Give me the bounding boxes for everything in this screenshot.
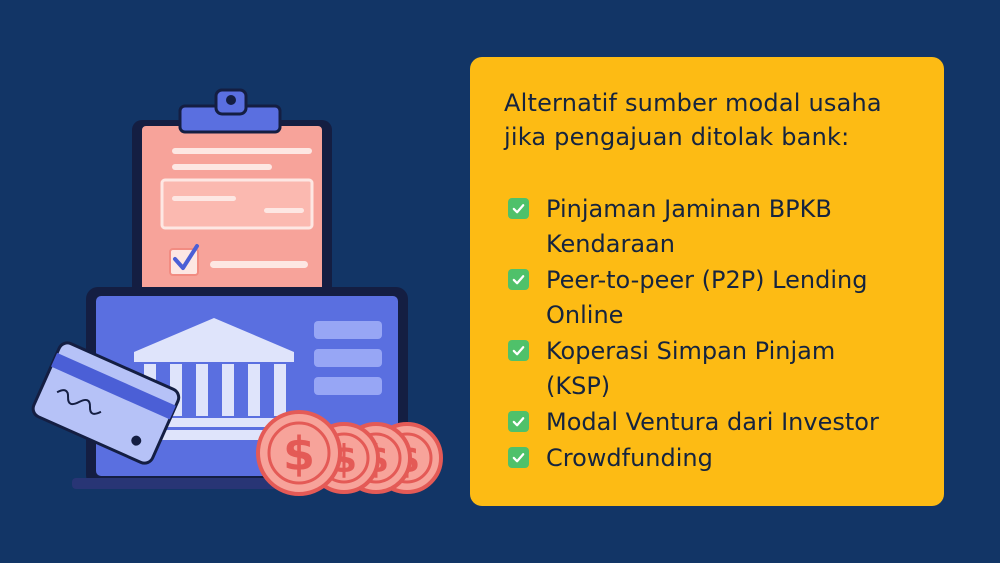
check-mark-icon xyxy=(508,447,529,468)
clipboard-icon xyxy=(132,88,332,310)
finance-illustration: $ $ $ $ xyxy=(31,88,443,496)
credit-card-icon xyxy=(31,341,181,465)
check-mark-icon xyxy=(508,340,529,361)
check-mark-icon xyxy=(508,411,529,432)
check-mark-icon xyxy=(508,198,529,219)
list-item-text: Modal Ventura dari Investor xyxy=(546,408,879,436)
heading-line-2: jika pengajuan ditolak bank: xyxy=(504,123,850,151)
svg-text:$: $ xyxy=(283,427,315,481)
list-item-text: Crowdfunding xyxy=(546,444,713,472)
alternative-funding-card: Alternatif sumber modal usaha jika penga… xyxy=(470,57,944,506)
dollar-coin-icon: $ $ $ $ xyxy=(256,410,443,496)
list-item: Koperasi Simpan Pinjam(KSP) xyxy=(504,334,914,404)
list-item-text: Koperasi Simpan Pinjam(KSP) xyxy=(546,337,836,400)
list-item: Modal Ventura dari Investor xyxy=(504,405,914,440)
card-heading: Alternatif sumber modal usaha jika penga… xyxy=(504,86,914,154)
bank-building-icon xyxy=(128,318,300,440)
list-item: Crowdfunding xyxy=(504,441,914,476)
check-mark-icon xyxy=(508,269,529,290)
heading-line-1: Alternatif sumber modal usaha xyxy=(504,89,882,117)
